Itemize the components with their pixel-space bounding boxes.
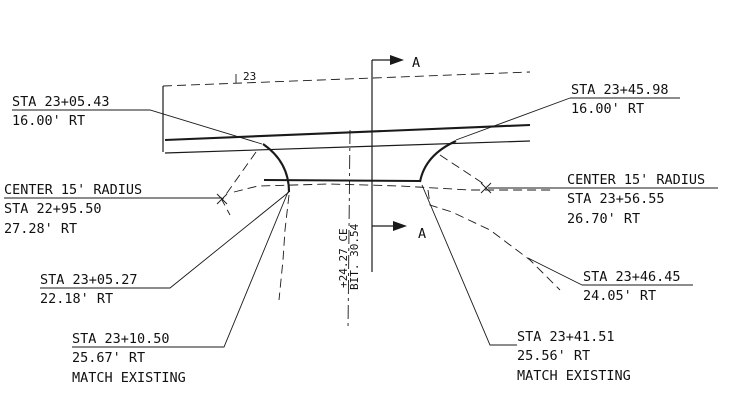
callout-ul-station: STA 23+05.43 xyxy=(12,94,110,110)
callout-mr-radius: CENTER 15' RADIUS xyxy=(567,172,705,188)
leader-ul xyxy=(12,109,263,145)
callout-ur-station: STA 23+45.98 xyxy=(571,82,669,98)
radius-center-marks xyxy=(216,182,492,205)
left-radius-line xyxy=(221,151,257,216)
leader-ur xyxy=(455,97,680,141)
callout-ll-offset: 22.18' RT xyxy=(40,291,113,307)
driveway-back-edge xyxy=(263,178,421,183)
roadway-edge-line xyxy=(164,123,531,142)
driveway-centerline xyxy=(347,129,351,331)
callout-mr-station: STA 23+56.55 xyxy=(567,191,665,207)
section-top-arrow xyxy=(390,55,404,65)
leader-ll xyxy=(40,191,290,289)
callout-ur-offset: 16.00' RT xyxy=(571,101,644,117)
left-radius-center-x2 xyxy=(216,193,228,205)
callout-mr-offset: 26.70' RT xyxy=(567,211,640,227)
callout-br-note: MATCH EXISTING xyxy=(517,368,631,384)
leader-bl xyxy=(72,191,289,348)
driveway-existing-edge xyxy=(233,183,555,193)
callout-br-station: STA 23+41.51 xyxy=(517,329,615,345)
callout-lr-station: STA 23+46.45 xyxy=(583,269,681,285)
roadway-label: 23 xyxy=(243,70,256,83)
driveway-left-flare xyxy=(278,194,290,301)
right-radius-line xyxy=(439,154,488,187)
callout-ml-offset: 27.28' RT xyxy=(4,221,77,237)
cl-station-label: +24.27 CE xyxy=(337,228,350,288)
leader-br xyxy=(421,184,517,346)
callout-ul-offset: 16.00' RT xyxy=(12,113,85,129)
driveway-right-flare xyxy=(427,189,561,291)
roadway-lines xyxy=(162,71,531,154)
section-bottom-arrow xyxy=(393,221,407,231)
cl-elevation-label: BIT. 30.54 xyxy=(348,223,361,290)
callout-bl-offset: 25.67' RT xyxy=(72,350,145,366)
callout-ml-station: STA 22+95.50 xyxy=(4,201,102,217)
right-radius-center-x2 xyxy=(480,182,492,194)
section-line-a xyxy=(371,55,407,272)
callout-bl-station: STA 23+10.50 xyxy=(72,331,170,347)
roadway-shoulder-line xyxy=(164,140,531,154)
callout-bl-note: MATCH EXISTING xyxy=(72,370,186,386)
section-top-label: A xyxy=(412,55,420,71)
left-curb-return xyxy=(262,143,291,193)
leader-lines xyxy=(4,97,718,348)
right-curb-return xyxy=(418,140,457,183)
leader-lr xyxy=(527,257,693,286)
roadway-centerline xyxy=(162,71,531,87)
driveway-outline xyxy=(221,129,561,331)
callout-ll-station: STA 23+05.27 xyxy=(40,272,138,288)
section-bottom-label: A xyxy=(418,226,426,242)
callout-lr-offset: 24.05' RT xyxy=(583,288,656,304)
callout-br-offset: 25.56' RT xyxy=(517,348,590,364)
callout-ml-radius: CENTER 15' RADIUS xyxy=(4,182,142,198)
